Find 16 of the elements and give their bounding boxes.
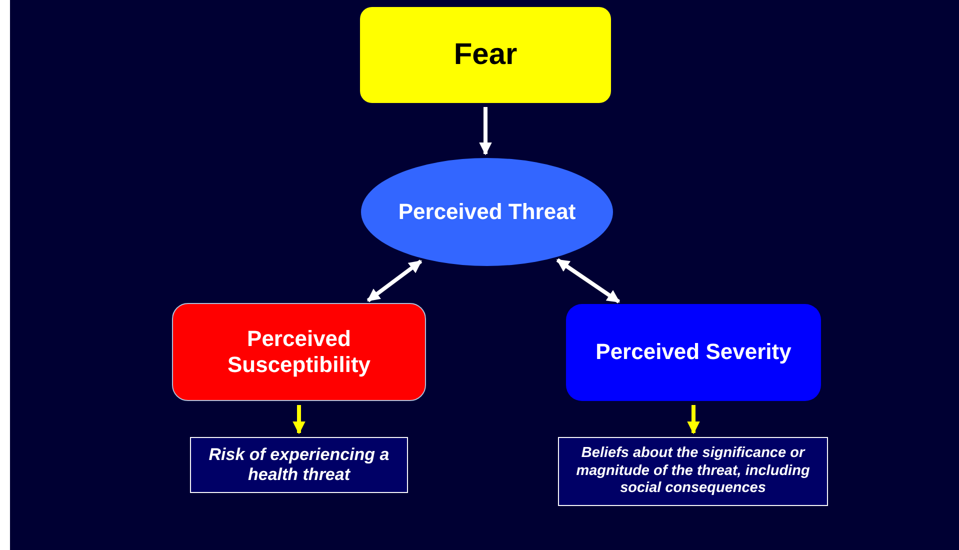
arrow — [687, 405, 700, 434]
process-box — [566, 304, 821, 401]
node-label: Fear — [454, 37, 518, 73]
arrow — [366, 260, 422, 302]
node-label: Perceived Threat — [398, 198, 576, 226]
node-label: Beliefs about the significance or magnitude of the threat, including social consequences — [575, 445, 811, 498]
description-box — [190, 437, 408, 493]
process-box — [172, 303, 426, 401]
arrow — [292, 405, 306, 434]
description-box — [558, 437, 828, 506]
arrow — [479, 107, 492, 156]
arrow — [556, 258, 620, 304]
process-box — [360, 7, 611, 103]
node-label: Perceived Severity — [596, 339, 792, 366]
node-label: Perceived Susceptibility — [226, 326, 372, 378]
node-label: Risk of experiencing a health threat — [208, 444, 390, 486]
